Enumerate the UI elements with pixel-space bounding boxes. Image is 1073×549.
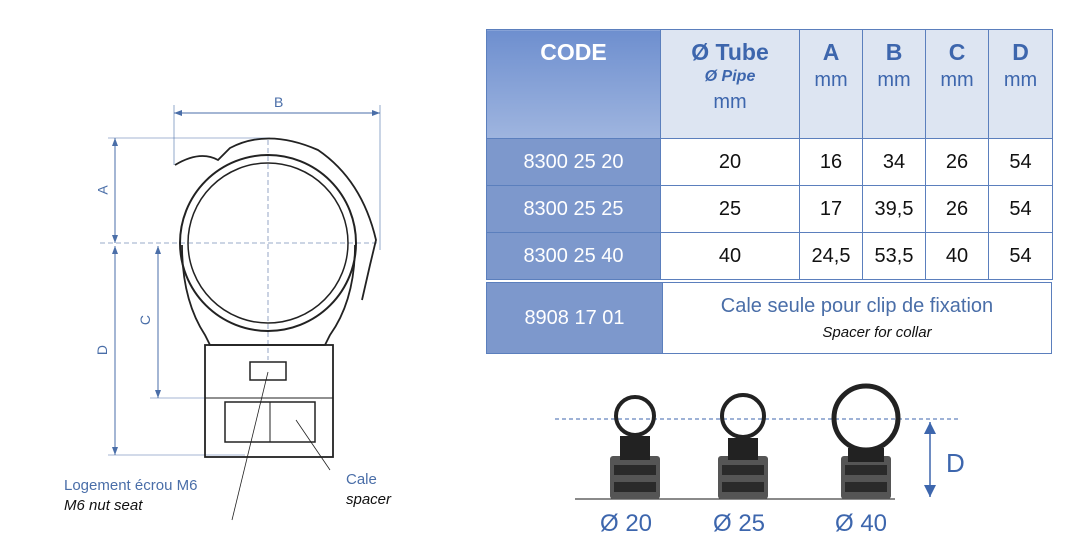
- spacer-description: Cale seule pour clip de fixation Spacer …: [662, 282, 1052, 354]
- size-label-25: Ø 25: [713, 510, 766, 537]
- header-d-unit: mm: [1003, 69, 1038, 91]
- size-label-20: Ø 20: [600, 510, 653, 537]
- row-code: 8300 25 20: [486, 138, 661, 186]
- header-c-unit: mm: [940, 69, 974, 91]
- row-code: 8300 25 40: [486, 232, 661, 280]
- spec-table: CODE Ø Tube Ø Pipe mm A mm B mm C mm D m…: [486, 29, 1053, 280]
- row-a: 24,5: [799, 232, 863, 280]
- row-b: 39,5: [862, 185, 926, 233]
- row-code: 8300 25 25: [486, 185, 661, 233]
- spacer-desc-fr: Cale seule pour clip de fixation: [720, 295, 994, 317]
- nut-seat-callout: Logement écrou M6 M6 nut seat: [64, 476, 197, 516]
- header-b: B mm: [862, 29, 926, 139]
- dim-a-label: A: [94, 185, 111, 195]
- clip-25-photo: [718, 393, 768, 499]
- dim-c-label: C: [137, 314, 154, 326]
- header-d-label: D: [1012, 39, 1029, 65]
- row-b: 53,5: [862, 232, 926, 280]
- header-c-label: C: [948, 39, 966, 65]
- row-b: 34: [862, 138, 926, 186]
- row-a: 16: [799, 138, 863, 186]
- header-tube: Ø Tube Ø Pipe mm: [660, 29, 800, 139]
- row-c: 26: [925, 138, 989, 186]
- spacer-row: 8908 17 01 Cale seule pour clip de fixat…: [486, 282, 1052, 354]
- row-d: 54: [988, 232, 1053, 280]
- row-a: 17: [799, 185, 863, 233]
- row-c: 40: [925, 232, 989, 280]
- spacer-table: 8908 17 01 Cale seule pour clip de fixat…: [486, 282, 1052, 354]
- size-label-40: Ø 40: [835, 510, 888, 537]
- clip-20-photo: [610, 395, 660, 499]
- header-tube-label: Ø Tube: [691, 39, 769, 65]
- spacer-callout: Cale spacer: [346, 470, 391, 510]
- row-tube: 40: [660, 232, 800, 280]
- header-a-label: A: [822, 39, 840, 65]
- table-row: 8300 25 40 40 24,5 53,5 40 54: [486, 232, 1053, 280]
- header-code: CODE: [486, 29, 661, 139]
- table-row: 8300 25 20 20 16 34 26 54: [486, 138, 1053, 186]
- header-pipe-label: Ø Pipe: [704, 68, 756, 85]
- spacer-desc-en: Spacer for collar: [822, 324, 932, 341]
- photo-dim-d-label: D: [946, 448, 965, 478]
- header-tube-unit: mm: [713, 91, 747, 113]
- spacer-en: spacer: [346, 491, 392, 508]
- technical-drawing: [100, 105, 381, 521]
- nut-seat-en: M6 nut seat: [64, 497, 143, 514]
- table-row: 8300 25 25 25 17 39,5 26 54: [486, 185, 1053, 233]
- row-tube: 25: [660, 185, 800, 233]
- row-c: 26: [925, 185, 989, 233]
- table-header-row: CODE Ø Tube Ø Pipe mm A mm B mm C mm D m…: [486, 29, 1053, 139]
- row-d: 54: [988, 138, 1053, 186]
- dim-d-label: D: [94, 344, 111, 356]
- header-b-unit: mm: [877, 69, 911, 91]
- spacer-code: 8908 17 01: [486, 282, 663, 354]
- row-d: 54: [988, 185, 1053, 233]
- nut-seat-fr: Logement écrou M6: [64, 477, 198, 494]
- dim-b-label: B: [274, 94, 284, 110]
- clip-40-photo: [831, 383, 901, 499]
- header-b-label: B: [885, 39, 903, 65]
- header-a-unit: mm: [814, 69, 848, 91]
- header-d: D mm: [988, 29, 1053, 139]
- spacer-fr: Cale: [346, 471, 377, 488]
- row-tube: 20: [660, 138, 800, 186]
- product-photo: [555, 383, 960, 500]
- header-c: C mm: [925, 29, 989, 139]
- header-a: A mm: [799, 29, 863, 139]
